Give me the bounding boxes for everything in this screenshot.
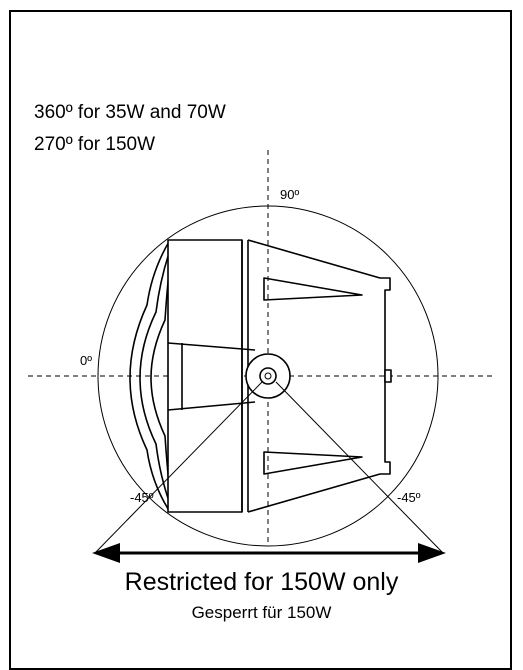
rear-connector	[384, 369, 392, 383]
restriction-caption: Restricted for 150W only	[124, 568, 399, 596]
angle-label-minus45-left: -45º	[130, 490, 154, 505]
upper-fin	[263, 277, 363, 301]
restriction-caption-german: Gesperrt für 150W	[191, 603, 332, 622]
angle-label-90: 90º	[280, 187, 300, 202]
reflector-curve-middle	[139, 249, 171, 505]
limit-line-right	[275, 381, 444, 554]
front-plate	[167, 239, 243, 513]
rotation-note-35w-70w: 360º for 35W and 70W	[34, 102, 226, 123]
pivot-inner	[259, 367, 277, 385]
angle-label-minus45-right: -45º	[397, 490, 421, 505]
limit-line-left	[94, 381, 263, 554]
arrow-head-right	[418, 543, 446, 563]
reflector-curve-inner	[150, 261, 171, 495]
lamp-housing	[129, 239, 392, 513]
rotation-note-150w: 270º for 150W	[34, 134, 156, 155]
lower-fin	[263, 451, 363, 475]
reflector-curve-outer	[129, 239, 171, 513]
angle-label-0: 0º	[80, 353, 92, 368]
pivot-center	[264, 372, 272, 380]
arrow-head-left	[92, 543, 120, 563]
